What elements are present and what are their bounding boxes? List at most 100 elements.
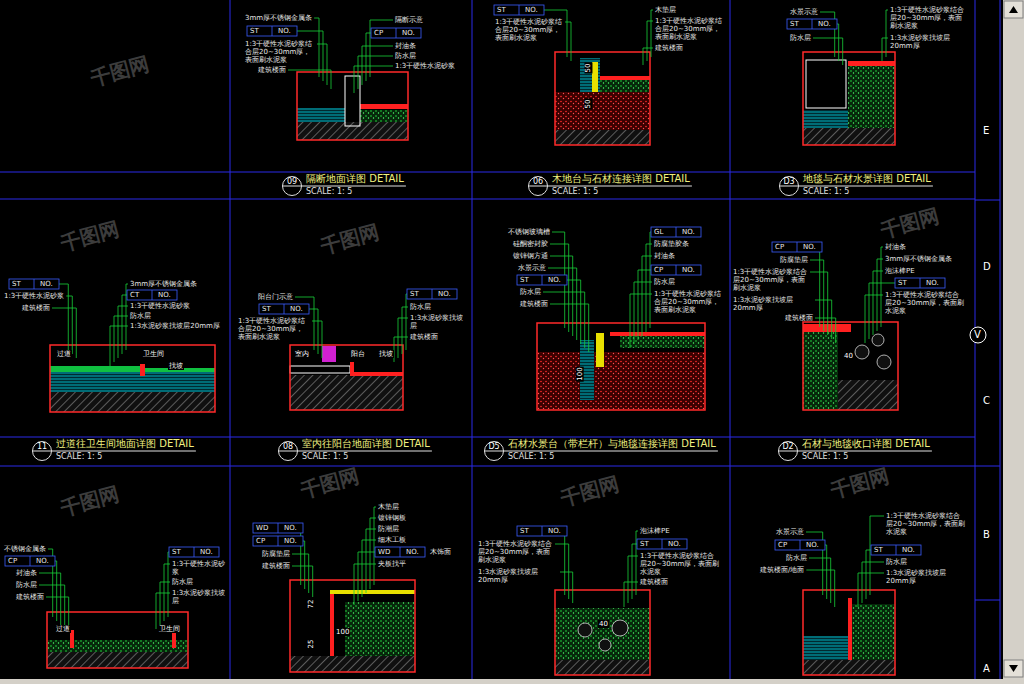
material-layer — [620, 336, 705, 348]
callout-text: 防水层 — [520, 288, 541, 296]
leader-line — [813, 38, 843, 65]
dimension: 72 — [307, 599, 315, 610]
section-frame — [555, 52, 650, 145]
callout-text: NO. — [284, 537, 297, 545]
room-label: 室内 — [294, 350, 310, 358]
leader-line — [354, 564, 376, 605]
tag-divider — [396, 28, 397, 38]
leader-line — [643, 48, 653, 65]
tag-divider — [797, 242, 798, 252]
title-marks — [5, 5, 945, 566]
grid-label: A — [983, 664, 990, 674]
tag-code: CP — [654, 266, 663, 274]
material-layer — [297, 108, 345, 122]
grid-line — [0, 437, 975, 438]
grid-line — [0, 199, 975, 200]
tag-box — [259, 304, 309, 314]
detail-number: D5 — [485, 443, 503, 451]
callout-text: 阳台门示意 — [258, 293, 293, 301]
detail-section — [297, 72, 408, 140]
callout-text: NO. — [36, 557, 49, 565]
leader-line — [358, 552, 376, 601]
callout-text: 防水层 — [172, 578, 193, 586]
detail-number: D2 — [779, 443, 797, 451]
scale-note: SCALE: 1: 5 — [306, 188, 352, 196]
material-layer — [838, 380, 898, 410]
leader-line — [624, 582, 638, 607]
callout-text: 不锈钢玻璃槽 — [508, 228, 550, 236]
callout-text: 1:3水泥砂浆找坡层20mm厚 — [890, 34, 970, 50]
material-layer — [50, 372, 215, 392]
leader-line — [292, 554, 309, 593]
callout-text: 1:3干硬性水泥砂浆结合层20~30mm厚，表面刷水泥浆 — [885, 291, 965, 315]
callout-text: NO. — [668, 540, 681, 548]
callout-text: 1:3干硬性水泥砂浆 — [395, 62, 455, 70]
callout-text: NO. — [803, 243, 816, 251]
title-underline — [282, 186, 406, 187]
leader-line — [560, 572, 573, 603]
watermark: 千图网 — [828, 465, 892, 502]
tag-code: ST — [410, 290, 419, 298]
tag-divider — [896, 545, 897, 555]
callout-text: 防水层 — [410, 303, 431, 311]
leader-line — [406, 294, 408, 350]
detail-title: 隔断地面详图 DETAIL — [306, 174, 404, 184]
material-layer — [803, 332, 838, 410]
callout-text: 水景示意 — [518, 264, 546, 272]
material-layer — [350, 362, 354, 376]
leader-line — [362, 540, 376, 597]
grid-label: D — [983, 262, 991, 272]
watermark: 千图网 — [58, 218, 122, 255]
material-layer — [803, 660, 895, 675]
material-layer — [330, 594, 334, 656]
tag-divider — [272, 26, 273, 36]
tag-code: CT — [130, 291, 139, 299]
section-frame — [803, 322, 898, 410]
tag-divider — [662, 539, 663, 549]
leader-line — [638, 270, 652, 340]
leader-line — [563, 280, 581, 344]
callout-text: 1:3干硬性水泥砂浆结合层20~30mm厚，表面刷水泥浆 — [654, 290, 724, 314]
tag-code: ST — [520, 276, 529, 284]
callout-text: 封油条 — [16, 569, 37, 577]
material-layer — [47, 652, 188, 668]
pebble — [578, 623, 592, 637]
detail-title: 室内往阳台地面详图 DETAIL — [302, 439, 430, 449]
leader-line — [647, 21, 653, 61]
leader-line — [160, 582, 170, 625]
callout-text: NO. — [926, 279, 939, 287]
callout-text: 3mm厚不锈钢金属条 — [885, 255, 952, 263]
callout-text: 1:3干硬性水泥砂浆结合层20~30mm厚，表面刷水泥浆 — [245, 40, 315, 64]
tag-box — [247, 26, 297, 36]
tag-divider — [812, 19, 813, 29]
leader-line — [374, 507, 376, 585]
detail-number: D3 — [780, 178, 798, 186]
leader-line — [122, 295, 128, 354]
tag-box — [494, 5, 544, 15]
material-layer — [803, 128, 895, 145]
material-layer — [610, 332, 705, 336]
callout-text: 1:3水泥砂浆找坡层 — [172, 589, 228, 605]
material-layer — [50, 366, 140, 372]
callout-text: 1:3干硬性水泥砂浆结合层20~30mm厚，表面刷水泥浆 — [238, 317, 310, 341]
leader-line — [110, 326, 128, 366]
callout-text: 建筑楼面 — [22, 304, 50, 312]
callout-text: 封油条 — [654, 252, 675, 260]
leader-line — [52, 308, 76, 358]
axis-bubble — [970, 327, 986, 343]
callout-text: NO. — [548, 527, 561, 535]
grid-line — [0, 466, 975, 467]
detail-title: 石材与地毯收口详图 DETAIL — [802, 439, 930, 449]
leader-line — [366, 33, 372, 81]
tag-box — [787, 19, 837, 29]
leader-line — [865, 295, 883, 343]
tag-divider — [542, 526, 543, 536]
watermark: 千图网 — [88, 53, 152, 90]
tag-box — [651, 265, 701, 275]
callout-text: 镀锌钢方通 — [513, 252, 548, 260]
callout-text: NO. — [406, 548, 419, 556]
callout-text: NO. — [548, 276, 561, 284]
callout-text: 封油条 — [395, 42, 416, 50]
watermark: 千图网 — [298, 465, 362, 502]
